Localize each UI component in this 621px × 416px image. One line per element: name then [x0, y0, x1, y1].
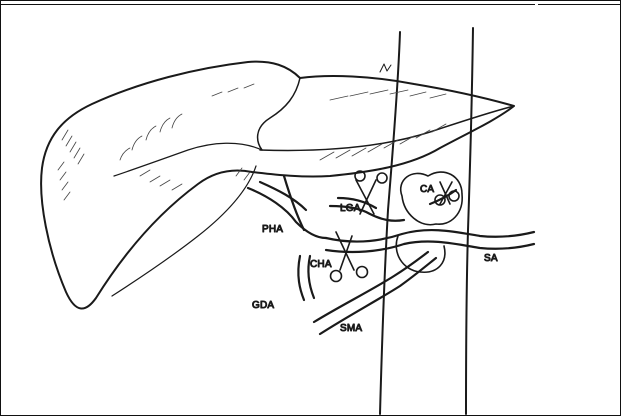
label-sa: SA — [484, 253, 498, 264]
label-gda: GDA — [252, 300, 274, 311]
label-lga: LGA — [340, 203, 361, 214]
label-ca: CA — [420, 184, 434, 195]
label-cha: CHA — [310, 259, 332, 270]
liver — [41, 62, 514, 309]
clamp-ca — [435, 182, 459, 205]
label-sma: SMA — [340, 323, 362, 334]
label-pha: PHA — [262, 224, 283, 235]
